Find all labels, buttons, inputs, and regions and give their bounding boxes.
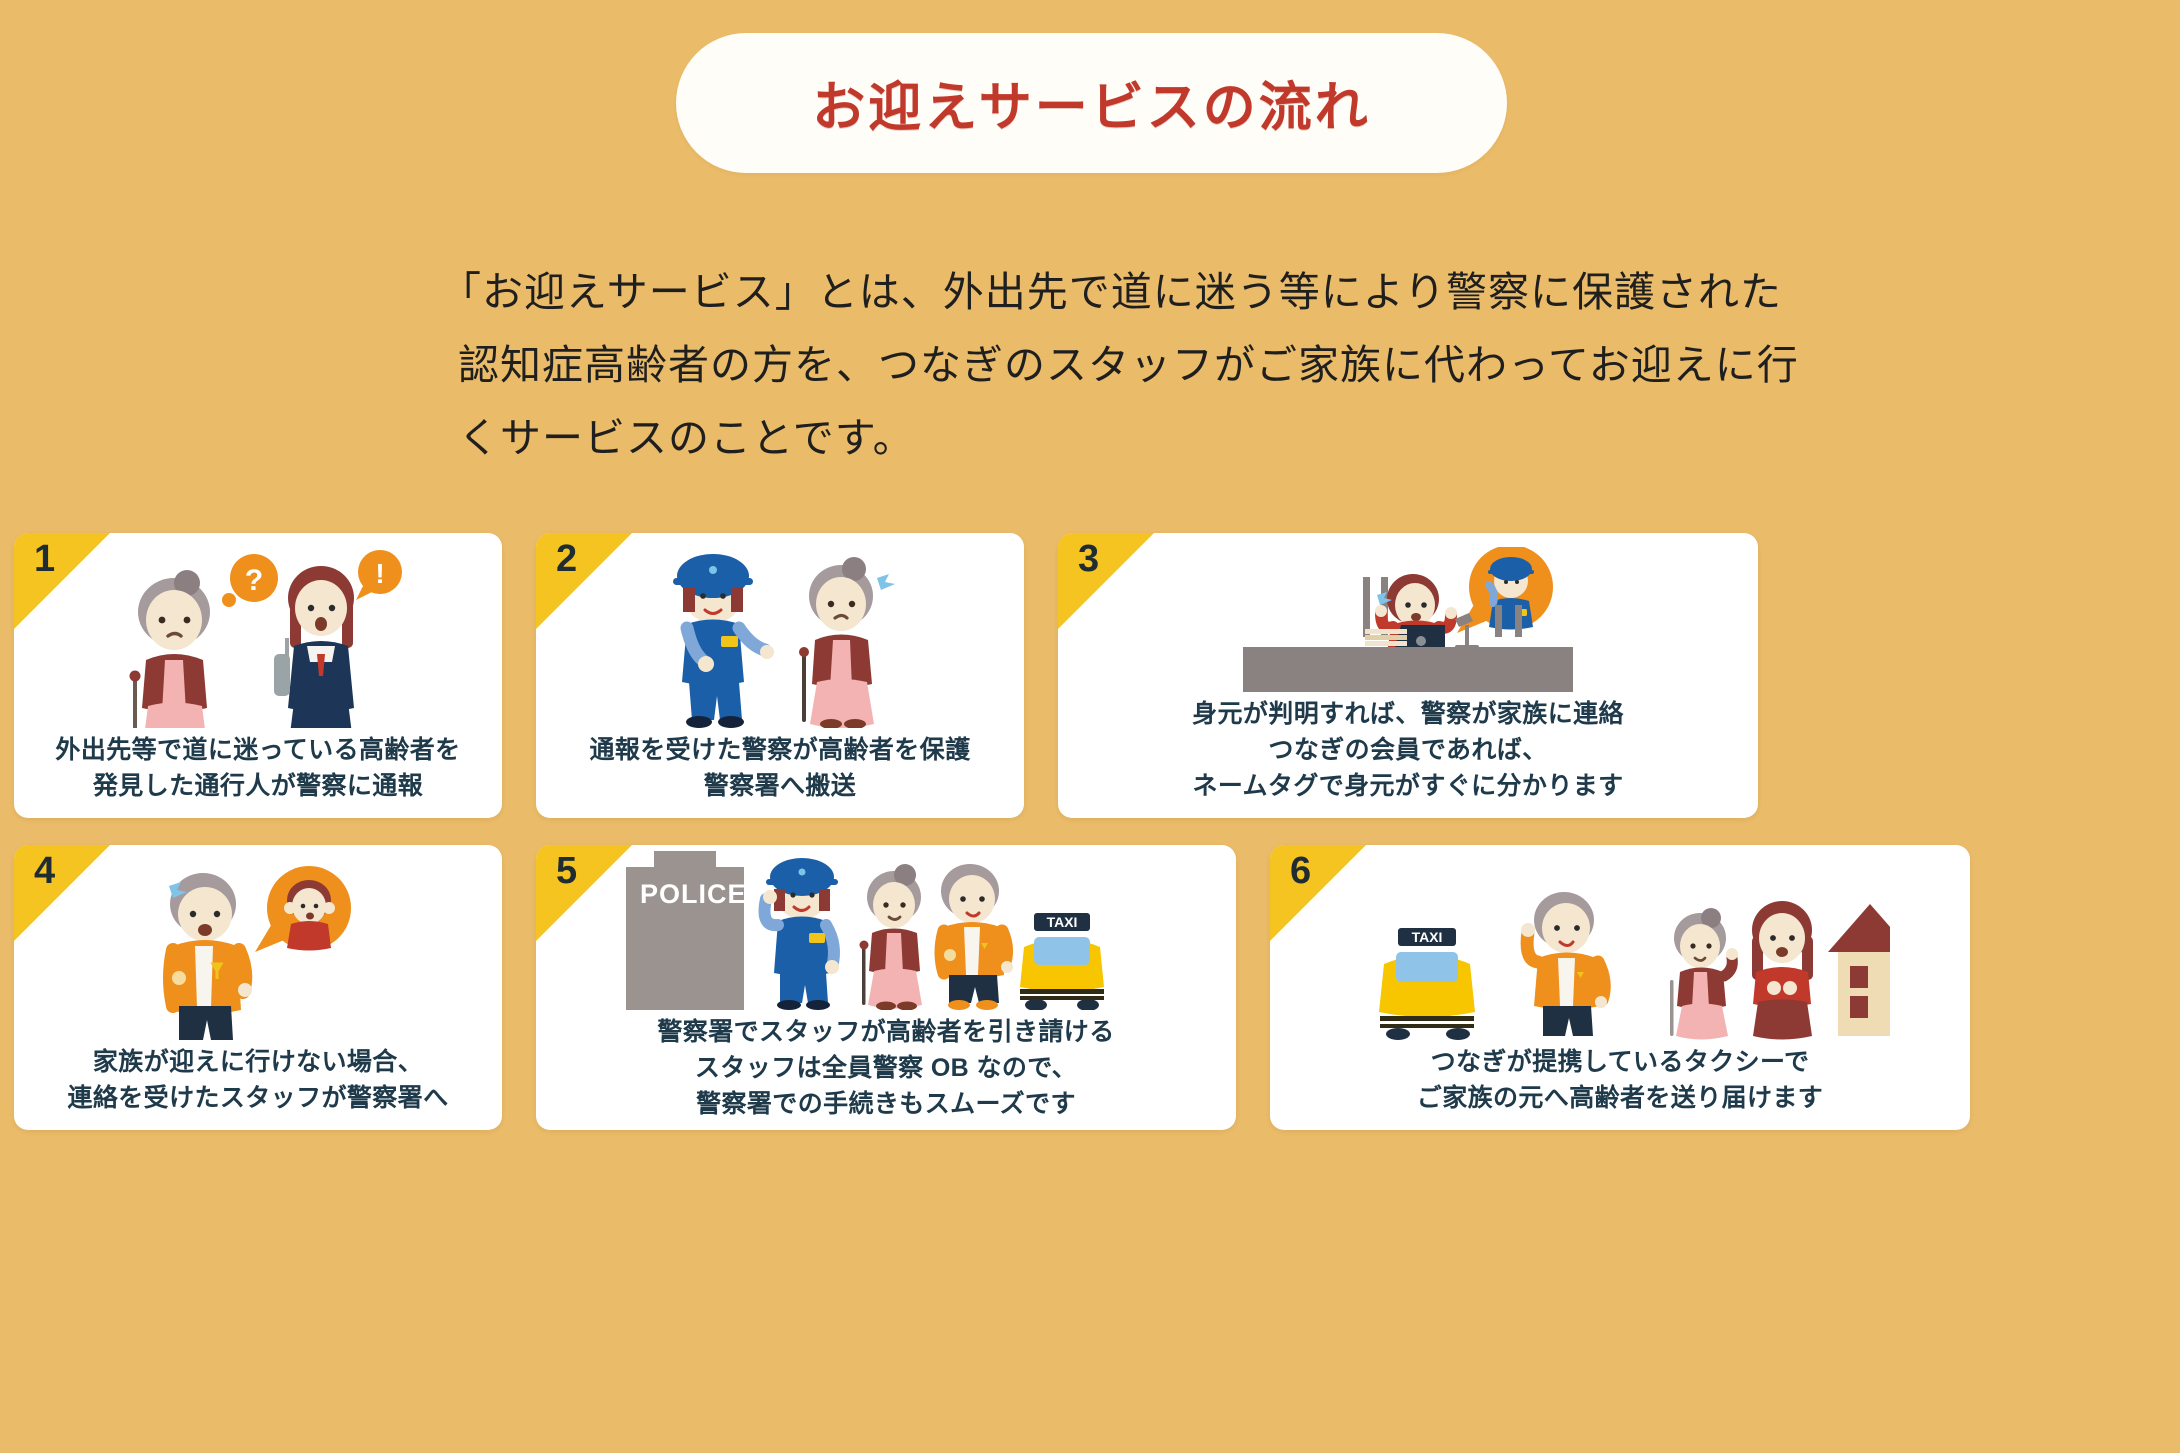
caption-line: スタッフは全員警察 OB なので、	[694, 1054, 1078, 1082]
intro-line-1: 「お迎えサービス」とは、外出先で道に迷う等により警察に保護された	[440, 269, 1782, 315]
corner-ribbon-icon	[14, 533, 110, 629]
step-caption-1: 外出先等で道に迷っている高齢者を 発見した通行人が警察に通報	[14, 732, 502, 818]
step-card-6[interactable]: 6 TAXI	[1270, 845, 1970, 1130]
corner-ribbon-icon	[536, 533, 632, 629]
caption-line: 警察署での手続きもスムーズです	[696, 1090, 1076, 1118]
step-number-6: 6	[1290, 850, 1312, 892]
caption-line: 連絡を受けたスタッフが警察署へ	[67, 1084, 449, 1112]
step-number-1: 1	[34, 538, 56, 580]
step-illustration-6: TAXI	[1270, 845, 1970, 1044]
step-card-5[interactable]: 5 POLICE	[536, 845, 1236, 1130]
step-card-4[interactable]: 4	[14, 845, 502, 1130]
caption-line: 警察署でスタッフが高齢者を引き請ける	[657, 1018, 1115, 1046]
step-number-5: 5	[556, 850, 578, 892]
intro-line-2: 認知症高齢者の方を、つなぎのスタッフがご家族に代わってお迎えに行	[458, 342, 1799, 388]
step-number-2: 2	[556, 538, 578, 580]
caption-line: 通報を受けた警察が高齢者を保護	[589, 736, 971, 764]
intro-line-3: くサービスのことです。	[458, 415, 915, 461]
svg-text:?: ?	[245, 564, 263, 597]
step-illustration-5: POLICE	[536, 845, 1236, 1014]
intro-paragraph: 「お迎えサービス」とは、外出先で道に迷う等により警察に保護された 認知症高齢者の…	[440, 256, 1799, 475]
step-caption-5: 警察署でスタッフが高齢者を引き請ける スタッフは全員警察 OB なので、 警察署…	[536, 1014, 1236, 1130]
corner-ribbon-icon	[1270, 845, 1366, 941]
step-number-3: 3	[1078, 538, 1100, 580]
caption-line: ネームタグで身元がすぐに分かります	[1192, 772, 1624, 800]
taxi-sign-label: TAXI	[1047, 914, 1078, 930]
step-caption-4: 家族が迎えに行けない場合、 連絡を受けたスタッフが警察署へ	[14, 1044, 502, 1130]
caption-line: つなぎが提携しているタクシーで	[1430, 1048, 1810, 1076]
caption-line: 外出先等で道に迷っている高齢者を	[55, 736, 461, 764]
staff-receiving-call-icon	[163, 866, 351, 1040]
step-caption-2: 通報を受けた警察が高齢者を保護 警察署へ搬送	[536, 732, 1024, 818]
step-illustration-3	[1058, 533, 1758, 696]
corner-ribbon-icon	[1058, 533, 1154, 629]
corner-ribbon-icon	[14, 845, 110, 941]
police-protecting-elderly-icon	[673, 554, 895, 728]
step-illustration-4	[14, 845, 502, 1044]
page-title-pill: お迎えサービスの流れ	[676, 33, 1507, 173]
page-title: お迎えサービスの流れ	[812, 78, 1371, 137]
step-caption-3: 身元が判明すれば、警察が家族に連絡 つなぎの会員であれば、 ネームタグで身元がす…	[1058, 696, 1758, 818]
caption-line: 警察署へ搬送	[703, 772, 857, 800]
svg-text:!: !	[375, 558, 384, 589]
lost-elderly-and-passerby-icon: ? !	[129, 550, 402, 728]
taxi-delivering-elderly-home-icon: TAXI	[1379, 892, 1890, 1040]
step-illustration-1: ? !	[14, 533, 502, 732]
step-card-3[interactable]: 3	[1058, 533, 1758, 818]
caption-line: 家族が迎えに行けない場合、	[92, 1048, 424, 1076]
police-building-label: POLICE	[640, 879, 747, 909]
caption-line: 発見した通行人が警察に通報	[92, 772, 424, 800]
caption-line: つなぎの会員であれば、	[1268, 736, 1548, 764]
step-caption-6: つなぎが提携しているタクシーで ご家族の元へ高齢者を送り届けます	[1270, 1044, 1970, 1130]
step-number-4: 4	[34, 850, 56, 892]
steps-grid: 1 ? !	[14, 533, 2169, 1130]
caption-line: 身元が判明すれば、警察が家族に連絡	[1192, 700, 1624, 728]
corner-ribbon-icon	[536, 845, 632, 941]
caption-line: ご家族の元へ高齢者を送り届けます	[1416, 1084, 1824, 1112]
step-card-2[interactable]: 2	[536, 533, 1024, 818]
step-card-1[interactable]: 1 ? !	[14, 533, 502, 818]
police-station-handover-icon: POLICE	[626, 851, 1104, 1010]
taxi-sign-label: TAXI	[1412, 929, 1443, 945]
step-illustration-2	[536, 533, 1024, 732]
office-desk-call-icon	[1243, 547, 1573, 692]
